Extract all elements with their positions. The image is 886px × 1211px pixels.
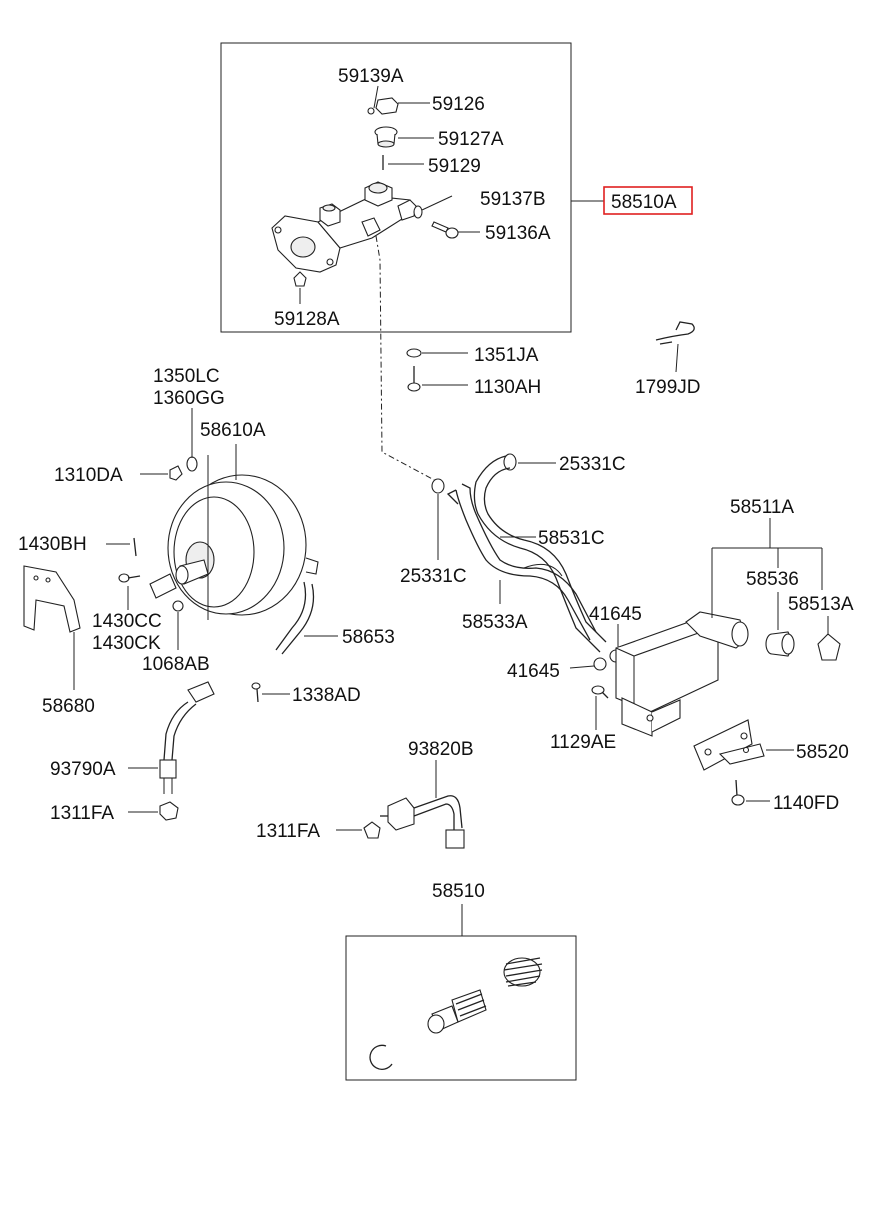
label-1799JD[interactable]: 1799JD [635, 377, 701, 398]
part-58520-bracket [693, 719, 794, 771]
master-cylinder-body [271, 181, 417, 273]
label-25331C-top[interactable]: 25331C [559, 454, 626, 475]
part-1310DA-nut [140, 465, 183, 481]
repair-kit-snap-ring [369, 1044, 393, 1070]
label-59137B[interactable]: 59137B [480, 189, 546, 210]
label-58680[interactable]: 58680 [42, 696, 95, 717]
part-59136A-bolt [431, 221, 480, 239]
repair-kit-group-box [345, 935, 577, 1081]
label-1310DA[interactable]: 1310DA [54, 465, 123, 486]
highlight-box-58510A[interactable] [603, 186, 693, 215]
part-1799JD-clip [655, 321, 695, 373]
part-25331C-clamp-top [503, 453, 556, 471]
part-59139A-pin [367, 85, 379, 115]
label-1350LC[interactable]: 1350LC [153, 366, 220, 387]
label-58520[interactable]: 58520 [796, 742, 849, 763]
leader-58511A-bracket [711, 518, 823, 618]
part-59126-cap [375, 97, 430, 115]
part-1129AE-bolt [591, 685, 609, 730]
part-1068AB-nut [172, 600, 184, 650]
label-58510A[interactable]: 58510A [611, 192, 677, 213]
part-59127A-grommet [374, 126, 434, 148]
part-58513A-cap [817, 616, 841, 661]
part-58680-bracket [23, 565, 81, 690]
label-1430CC[interactable]: 1430CC [92, 611, 162, 632]
brake-booster [167, 474, 319, 616]
label-41645-bottom[interactable]: 41645 [507, 661, 560, 682]
label-58511A[interactable]: 58511A [730, 497, 794, 518]
label-58536[interactable]: 58536 [746, 569, 799, 590]
part-93790A-sensor [128, 681, 215, 794]
label-41645-top[interactable]: 41645 [589, 604, 642, 625]
label-58510[interactable]: 58510 [432, 881, 485, 902]
part-1140FD-bolt [731, 779, 770, 806]
part-25331C-clamp-mid [431, 478, 445, 560]
label-25331C-mid[interactable]: 25331C [400, 566, 467, 587]
label-59139A[interactable]: 59139A [338, 66, 404, 87]
label-1140FD[interactable]: 1140FD [773, 793, 839, 814]
part-1351JA-washer [406, 348, 468, 358]
part-41645-clamp-bottom [569, 657, 607, 671]
part-1311FA-nut-mid [336, 821, 381, 839]
label-1068AB[interactable]: 1068AB [142, 654, 210, 675]
part-59128A-seal [293, 271, 307, 304]
label-1360GG[interactable]: 1360GG [153, 388, 225, 409]
part-1338AD-bolt [251, 682, 290, 703]
label-93820B[interactable]: 93820B [408, 739, 474, 760]
part-1130AH-bolt [407, 366, 468, 392]
part-58531C-hose [473, 455, 607, 653]
label-1351JA[interactable]: 1351JA [474, 345, 539, 366]
label-93790A[interactable]: 93790A [50, 759, 116, 780]
label-58533A[interactable]: 58533A [462, 612, 528, 633]
label-1338AD[interactable]: 1338AD [292, 685, 361, 706]
master-cylinder-group-box [220, 42, 572, 333]
label-59126[interactable]: 59126 [432, 94, 485, 115]
repair-kit-piston [427, 989, 487, 1034]
label-58513A[interactable]: 58513A [788, 594, 854, 615]
part-58511A-reservoir [615, 611, 749, 737]
label-1430BH[interactable]: 1430BH [18, 534, 87, 555]
part-1430CK-clevis [149, 573, 177, 599]
part-59137B-washer [413, 195, 453, 219]
part-1311FA-nut-left [128, 801, 179, 821]
label-1311FA-mid[interactable]: 1311FA [256, 821, 320, 842]
label-59136A[interactable]: 59136A [485, 223, 551, 244]
label-58610A[interactable]: 58610A [200, 420, 266, 441]
part-1430BH-pin [106, 537, 137, 557]
label-1430CK[interactable]: 1430CK [92, 633, 161, 654]
label-1311FA-left[interactable]: 1311FA [50, 803, 114, 824]
label-58531C[interactable]: 58531C [538, 528, 605, 549]
part-58536-filter [765, 592, 795, 657]
part-59129-pin [382, 155, 424, 170]
repair-kit-spring [503, 957, 543, 987]
label-59129[interactable]: 59129 [428, 156, 481, 177]
part-93820B-switch [380, 760, 465, 849]
label-1130AH[interactable]: 1130AH [474, 377, 541, 398]
label-58653[interactable]: 58653 [342, 627, 395, 648]
part-1360GG-washer [186, 408, 198, 472]
part-58653-vacuum-hose [275, 581, 338, 655]
part-58533A-hose [446, 483, 597, 641]
label-59127A[interactable]: 59127A [438, 129, 504, 150]
label-1129AE[interactable]: 1129AE [550, 732, 616, 753]
dashed-connection-line [375, 235, 439, 483]
label-59128A[interactable]: 59128A [274, 309, 340, 330]
part-1430CC-clevis-pin [118, 573, 141, 610]
